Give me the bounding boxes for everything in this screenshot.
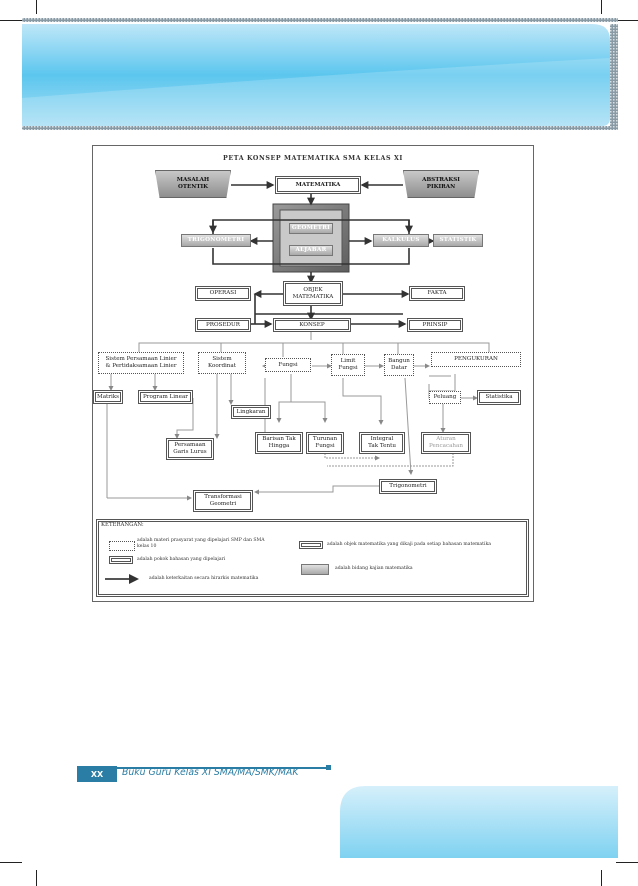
legend-swatch-double bbox=[109, 556, 133, 564]
node-matriks: Matriks bbox=[93, 390, 123, 404]
node-aturan-pencacahan: Aturan Pencacahan bbox=[421, 432, 471, 454]
node-konsep: KONSEP bbox=[273, 318, 351, 332]
legend-swatch-field bbox=[301, 564, 329, 575]
node-lingkaran: Lingkaran bbox=[231, 405, 271, 419]
legend-dotted-text: adalah materi prasyarat yang dipelajari … bbox=[137, 538, 265, 549]
node-kalkulus: KALKULUS bbox=[373, 234, 429, 247]
node-objek-matematika: OBJEK MATEMATIKA bbox=[283, 281, 343, 306]
node-sistem-persamaan-linier: Sistem Persamaan Linier & Pertidaksamaan… bbox=[98, 352, 184, 374]
node-pengukuran: PENGUKURAN bbox=[431, 352, 521, 367]
node-statistika: Statistika bbox=[477, 390, 521, 405]
legend-box: KETERANGAN: adalah materi prasyarat yang… bbox=[96, 519, 529, 597]
book-title: Buku Guru Kelas XI SMA/MA/SMK/MAK bbox=[122, 767, 299, 778]
node-trigonometri: Trigonometri bbox=[379, 479, 437, 494]
crop-mark bbox=[601, 0, 602, 14]
crop-mark bbox=[601, 870, 602, 886]
node-operasi: OPERASI bbox=[195, 286, 251, 301]
page-number-badge: XX bbox=[77, 766, 117, 782]
crop-mark bbox=[616, 862, 638, 863]
footer-accent-line bbox=[117, 767, 328, 769]
crop-mark bbox=[36, 0, 37, 14]
node-barisan-tak-hingga: Barisan Tak Hingga bbox=[255, 432, 303, 454]
node-geometri: GEOMETRI bbox=[289, 223, 333, 234]
node-abstraksi-pikiran: ABSTRAKSI PIKIRAN bbox=[403, 170, 479, 198]
crop-mark bbox=[0, 862, 22, 863]
legend-field-text: adalah bidang kajian matematika bbox=[335, 566, 413, 571]
node-matematika: MATEMATIKA bbox=[275, 176, 361, 194]
connector-lines bbox=[105, 181, 490, 584]
concept-map-diagram: PETA KONSEP MATEMATIKA SMA KELAS XI bbox=[92, 145, 534, 602]
node-aljabar: ALJABAR bbox=[289, 245, 333, 256]
node-bangun-datar: Bangun Datar bbox=[384, 354, 414, 376]
legend-solid-text: adalah objek matematika yang dikaji pada… bbox=[327, 542, 492, 547]
node-prinsip: PRINSIP bbox=[407, 318, 463, 332]
header-decorative-band bbox=[22, 18, 618, 130]
node-fungsi: Fungsi bbox=[265, 358, 311, 372]
node-masalah-otentik: MASALAH OTENTIK bbox=[155, 170, 231, 198]
legend-double-text: adalah pokok bahasan yang dipelajari bbox=[137, 557, 226, 562]
node-transformasi-geometri: Transformasi Geometri bbox=[193, 490, 253, 512]
node-turunan-fungsi: Turunan Fungsi bbox=[306, 432, 344, 454]
node-sistem-koordinat: Sistem Koordinat bbox=[198, 352, 246, 374]
crop-mark bbox=[36, 870, 37, 886]
node-trigonometri-field: TRIGONOMETRI bbox=[181, 234, 251, 247]
legend-arrow-text: adalah keterkaitan secara hirarkis matem… bbox=[149, 576, 259, 581]
node-program-linear: Program Linear bbox=[138, 390, 193, 404]
crop-mark bbox=[0, 20, 22, 21]
legend-swatch-solid bbox=[299, 541, 323, 549]
node-prosedur: PROSEDUR bbox=[195, 318, 251, 332]
diagram-title: PETA KONSEP MATEMATIKA SMA KELAS XI bbox=[223, 155, 403, 162]
node-limit-fungsi: Limit Fungsi bbox=[331, 354, 365, 376]
node-peluang: Peluang bbox=[429, 391, 461, 404]
footer-decorative-band bbox=[340, 786, 618, 858]
crop-mark bbox=[616, 20, 638, 21]
node-persamaan-garis-lurus: Persamaan Garis Lurus bbox=[166, 438, 214, 460]
footer-accent-dot bbox=[326, 765, 331, 770]
node-statistik-field: STATISTIK bbox=[433, 234, 483, 247]
legend-heading: KETERANGAN: bbox=[101, 522, 144, 528]
node-fakta: FAKTA bbox=[409, 286, 465, 301]
legend-swatch-dotted bbox=[109, 541, 135, 551]
node-integral-tak-tentu: Integral Tak Tentu bbox=[359, 432, 405, 454]
